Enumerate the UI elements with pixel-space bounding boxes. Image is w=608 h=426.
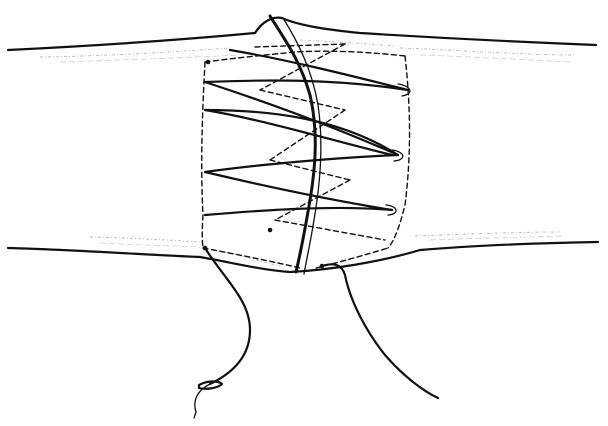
- suture-front-strands: [205, 50, 410, 215]
- left-suture-tail: [194, 248, 250, 418]
- tube-upper-wall: [8, 18, 596, 62]
- right-suture-tail: [322, 264, 438, 398]
- incision-seam: [270, 16, 321, 274]
